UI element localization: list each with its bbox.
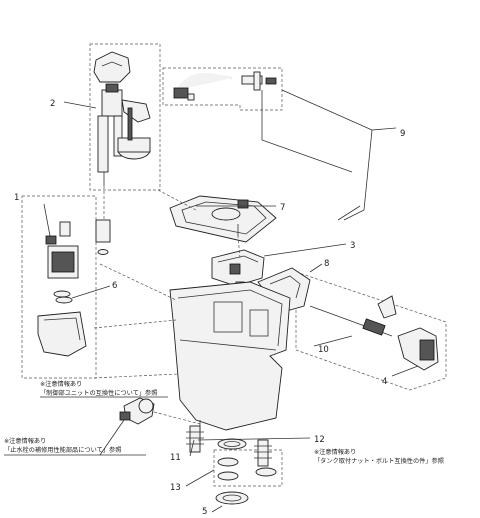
fill-valve-assembly — [93, 51, 151, 186]
note-2-line-2: 「止水栓の補修用性能部品について」参照 — [4, 446, 121, 454]
group-box-1 — [21, 195, 97, 379]
flush-lever-arm — [309, 295, 397, 337]
group-box-13 — [213, 449, 283, 487]
refill-hose — [173, 71, 373, 221]
tank-bolt-left — [186, 425, 204, 453]
callout-7: 7 — [280, 203, 285, 213]
tank-bolt-right — [254, 439, 272, 467]
tank-body — [169, 281, 291, 431]
callout-2: 2 — [50, 99, 55, 109]
lever-knob-part-4 — [397, 327, 439, 371]
lever-plate-part-8 — [257, 267, 311, 311]
washer-13a — [217, 457, 239, 467]
large-seal-ring — [217, 438, 247, 450]
callout-13: 13 — [170, 483, 181, 493]
callout-3: 3 — [350, 241, 355, 251]
callout-4: 4 — [382, 377, 387, 387]
gasket-part-6 — [55, 296, 73, 304]
callout-9: 9 — [400, 129, 405, 139]
note-3-line-2: 「タンク取付ナット・ボルト互換性の件」参照 — [314, 457, 444, 465]
stop-valve — [119, 397, 155, 425]
callout-12: 12 — [314, 435, 325, 445]
tank-cover — [169, 195, 277, 243]
group-box-2 — [89, 43, 161, 191]
note-2-line-1: ※注意情報あり — [4, 437, 46, 445]
note-1-line-2: 「制御部ユニットの互換性について」参照 — [40, 389, 157, 397]
base-seal-part-5 — [215, 491, 249, 505]
callout-8: 8 — [324, 259, 329, 269]
callout-5: 5 — [202, 507, 207, 517]
washer-13b — [255, 467, 277, 477]
note-3-line-1: ※注意情報あり — [314, 448, 356, 456]
group-box-4 — [295, 271, 447, 391]
flush-valve-assembly — [37, 203, 87, 357]
callout-6: 6 — [112, 281, 117, 291]
valve-cartridge — [95, 219, 111, 255]
callout-10: 10 — [318, 345, 329, 355]
group-box-9 — [162, 67, 283, 111]
note-1-line-1: ※注意情報あり — [40, 380, 82, 388]
callout-11: 11 — [170, 453, 181, 463]
washer-13c — [217, 471, 239, 481]
callout-1: 1 — [14, 193, 19, 203]
